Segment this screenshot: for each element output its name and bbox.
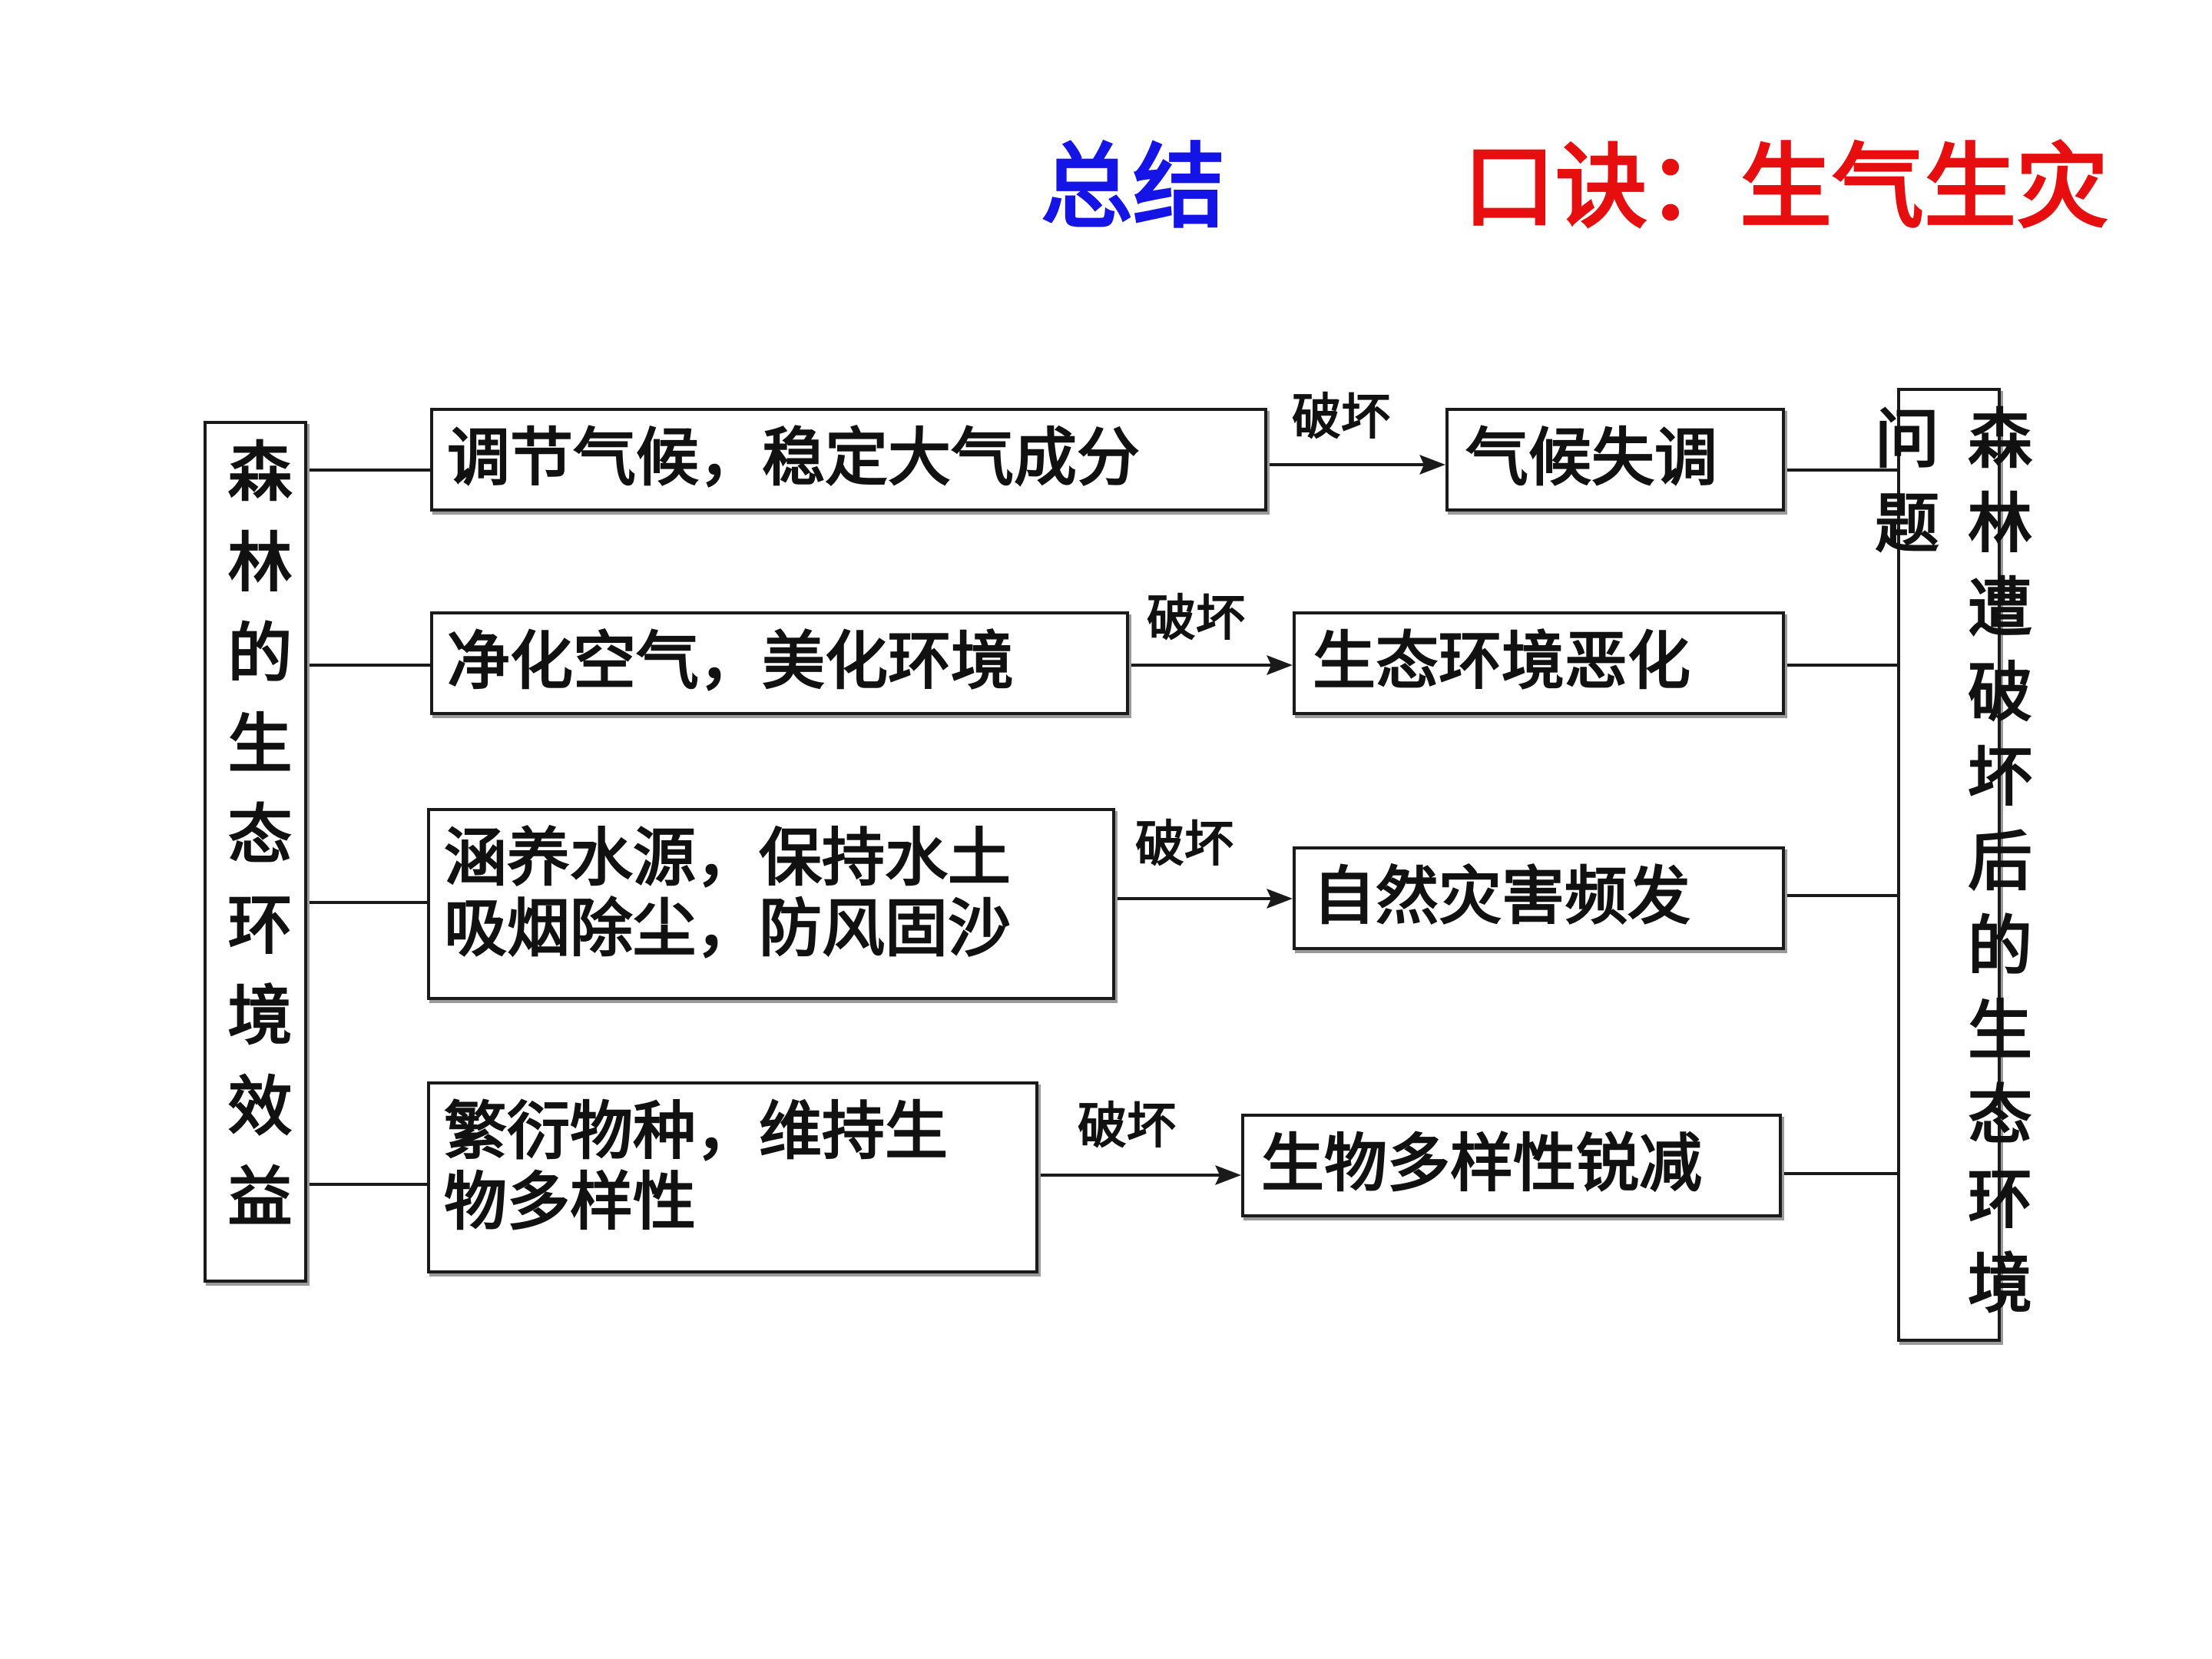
arrow-label-destroy: 破坏 <box>1147 591 1245 647</box>
arrow-2 <box>1129 655 1293 675</box>
problem-box-biodiversity: 生物多样性锐减 <box>1241 1114 1782 1217</box>
effect-box-water-soil: 涵养水源，保持水土 吸烟除尘，防风固沙 <box>427 808 1115 1000</box>
problem-box-ecology: 生态环境恶化 <box>1293 611 1785 715</box>
effect-box-species: 繁衍物种，维持生 物多样性 <box>427 1081 1038 1273</box>
arrow-label-destroy: 破坏 <box>1078 1098 1176 1155</box>
arrow-1 <box>1267 455 1445 475</box>
problem-box-climate: 气候失调 <box>1445 408 1785 512</box>
arrow-label-destroy: 破坏 <box>1292 389 1390 446</box>
arrow-3 <box>1115 889 1293 909</box>
forest-benefits-box: 森林的生态环境效益 <box>204 421 307 1283</box>
arrow-label-destroy: 破坏 <box>1135 816 1233 873</box>
effect-box-air: 净化空气，美化环境 <box>430 611 1129 715</box>
arrow-4 <box>1038 1165 1241 1185</box>
problem-box-disasters: 自然灾害频发 <box>1293 846 1785 950</box>
mnemonic-title: 口诀：生气生灾 <box>1463 134 2108 241</box>
summary-title: 总结 <box>1041 134 1225 241</box>
forest-problems-box: 森林遭破坏后的生态环境问题 <box>1865 388 2033 1342</box>
effect-box-climate: 调节气候，稳定大气成分 <box>430 408 1267 512</box>
